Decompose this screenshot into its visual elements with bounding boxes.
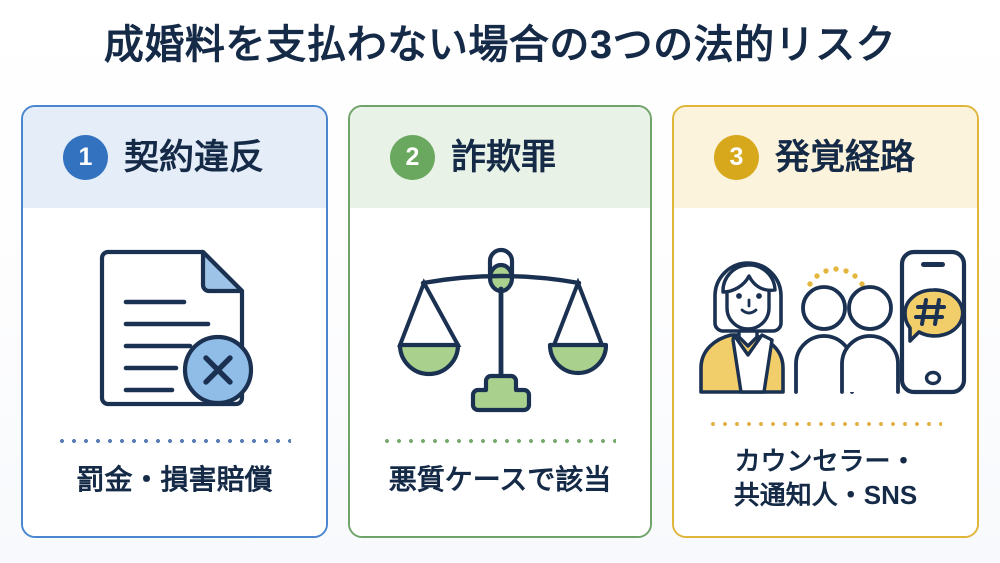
risk-card-fraud: 2 詐欺罪 [348, 105, 652, 538]
document-x-icon [99, 249, 253, 407]
card-icon-area [23, 208, 326, 438]
card-body: 悪質ケースで該当 [350, 208, 650, 536]
card-header: 2 詐欺罪 [350, 107, 650, 208]
counselor-icon [699, 261, 785, 395]
smartphone-hashtag-icon [899, 250, 967, 395]
counselor-people-phone-icon [699, 250, 967, 395]
risk-card-contract-breach: 1 契約違反 [21, 105, 328, 538]
card-number-badge: 2 [390, 135, 435, 180]
card-body: カウンセラー・ 共通知人・SNS [674, 208, 977, 536]
card-number-badge: 1 [63, 135, 108, 180]
two-people-icon [794, 266, 900, 395]
card-footer-label: カウンセラー・ 共通知人・SNS [733, 446, 918, 510]
card-number-badge: 3 [714, 135, 759, 180]
card-icon-area [350, 208, 650, 438]
card-body: 罰金・損害賠償 [23, 208, 326, 536]
card-footer-label: 罰金・損害賠償 [76, 464, 273, 496]
card-icon-area [674, 208, 977, 421]
card-footer-label: 悪質ケースで該当 [388, 464, 612, 496]
card-header: 3 発覚経路 [674, 107, 977, 208]
card-heading: 契約違反 [124, 138, 265, 177]
risk-card-discovery-route: 3 発覚経路 [672, 105, 979, 538]
dotted-divider [709, 421, 942, 428]
page-title: 成婚料を支払わない場合の3つの法的リスク [103, 23, 897, 67]
card-heading: 発覚経路 [775, 138, 916, 177]
card-heading: 詐欺罪 [451, 138, 557, 177]
scales-of-justice-icon [396, 247, 608, 412]
card-header: 1 契約違反 [23, 107, 326, 208]
dotted-arc [807, 266, 865, 287]
dotted-divider [384, 438, 616, 445]
dotted-divider [58, 438, 291, 445]
